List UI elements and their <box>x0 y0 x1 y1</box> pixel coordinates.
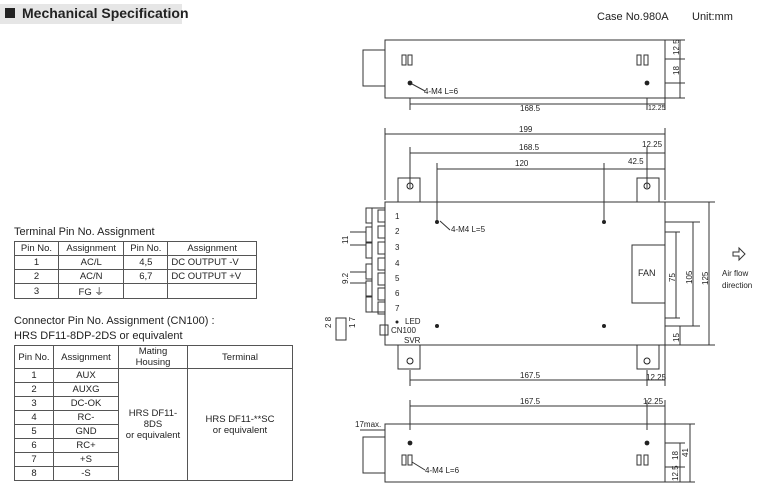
terminal-cell: HRS DF11-**SC or equivalent <box>187 368 293 481</box>
dim-15: 15 <box>672 333 681 342</box>
table-cell <box>167 283 257 299</box>
cn100-pins-17: 1 7 <box>348 316 357 328</box>
cn100-pins-28: 2 8 <box>324 316 333 328</box>
dim-bottom-12-25: 12.25 <box>643 397 664 406</box>
fan-label: FAN <box>638 268 656 278</box>
dim-17max: 17max. <box>355 420 381 429</box>
main-view-body <box>384 201 666 346</box>
connector-title-line1: Connector Pin No. Assignment (CN100) : <box>14 315 215 327</box>
column-header: Terminal <box>187 345 293 369</box>
led-label: LED <box>405 317 421 326</box>
terminal-line2: or equivalent <box>212 424 268 436</box>
housing-line2: or equivalent <box>125 430 181 441</box>
table-cell: -S <box>53 466 119 481</box>
airflow-label-2: direction <box>722 281 752 290</box>
dim-120: 120 <box>515 159 529 168</box>
bottom-view-terminal-block <box>362 436 386 474</box>
terminal-table-title: Terminal Pin No. Assignment <box>14 226 155 238</box>
table-row: 2 AC/N 6,7 DC OUTPUT +V <box>13 269 257 284</box>
dim-bottom-167-5: 167.5 <box>520 397 541 406</box>
terminal-line1: HRS DF11-**SC <box>205 413 275 425</box>
dim-75: 75 <box>668 273 677 282</box>
airflow-label-1: Air flow <box>722 269 748 278</box>
airflow-arrow-icon <box>732 246 746 262</box>
terminal-number: 5 <box>395 274 400 283</box>
dim-105: 105 <box>685 270 694 284</box>
dim-top-168-5: 168.5 <box>520 104 541 113</box>
dim-top-12-5: 12.5 <box>672 39 681 55</box>
dim-top-12-25: 12.25 <box>648 105 666 112</box>
case-number: Case No.980A <box>597 11 669 23</box>
table-row: 7+S <box>14 452 293 467</box>
header-square-icon <box>5 8 15 18</box>
dim-12-25: 12.25 <box>642 140 663 149</box>
main-screw-label: 4-M4 L=5 <box>451 225 486 234</box>
table-row: 3 FG ⏚ <box>13 283 257 299</box>
cn100-connector <box>335 317 347 341</box>
terminal-number: 7 <box>395 304 400 313</box>
table-cell: +S <box>53 452 119 467</box>
svr-label: SVR <box>404 336 421 345</box>
terminal-number: 6 <box>395 289 400 298</box>
table-cell: FG ⏚ <box>58 283 125 299</box>
dim-bottom-41: 41 <box>681 448 690 457</box>
dim-168-5: 168.5 <box>519 143 540 152</box>
connector-title-line2: HRS DF11-8DP-2DS or equivalent <box>14 330 183 342</box>
top-screw-label: 4-M4 L=6 <box>424 87 459 96</box>
mating-housing-cell: HRS DF11-8DS or equivalent <box>118 368 188 481</box>
terminal-table: Pin No. Assignment Pin No. Assignment 1 … <box>13 241 257 299</box>
dim-125: 125 <box>701 271 710 285</box>
dim-top-18: 18 <box>672 66 681 75</box>
bottom-screw-label: 4-M4 L=6 <box>425 466 460 475</box>
terminal-number: 4 <box>395 259 400 268</box>
fan-box <box>631 244 666 304</box>
dim-42-5: 42.5 <box>628 157 644 166</box>
dim-12-25-lower: 12.25 <box>646 373 667 382</box>
connector-table: Pin No. Assignment Mating Housing Termin… <box>14 345 293 481</box>
table-row: 8-S <box>14 466 293 481</box>
dim-167-5: 167.5 <box>520 371 541 380</box>
cn100-label: CN100 <box>391 326 416 335</box>
dim-9-2: 9.2 <box>341 272 350 284</box>
terminal-number: 1 <box>395 212 400 221</box>
top-view <box>362 39 685 110</box>
section-header-bar <box>0 4 182 24</box>
bottom-view <box>360 400 695 483</box>
dim-11: 11 <box>341 235 350 244</box>
section-title: Mechanical Specification <box>22 5 189 21</box>
housing-line1: HRS DF11-8DS <box>128 408 178 430</box>
table-row: 1 AUX HRS DF11-8DS or equivalent HRS DF1… <box>14 368 293 481</box>
terminal-number: 3 <box>395 243 400 252</box>
terminal-number: 2 <box>395 227 400 236</box>
dim-199: 199 <box>519 125 533 134</box>
unit-label: Unit:mm <box>692 11 733 23</box>
top-view-terminal-block <box>362 49 386 87</box>
dim-bottom-12-5: 12.5 <box>671 465 680 481</box>
table-header-row: Pin No. Assignment Pin No. Assignment <box>13 241 257 256</box>
dim-bottom-18: 18 <box>671 451 680 460</box>
table-cell <box>123 283 169 299</box>
main-view <box>335 128 746 386</box>
